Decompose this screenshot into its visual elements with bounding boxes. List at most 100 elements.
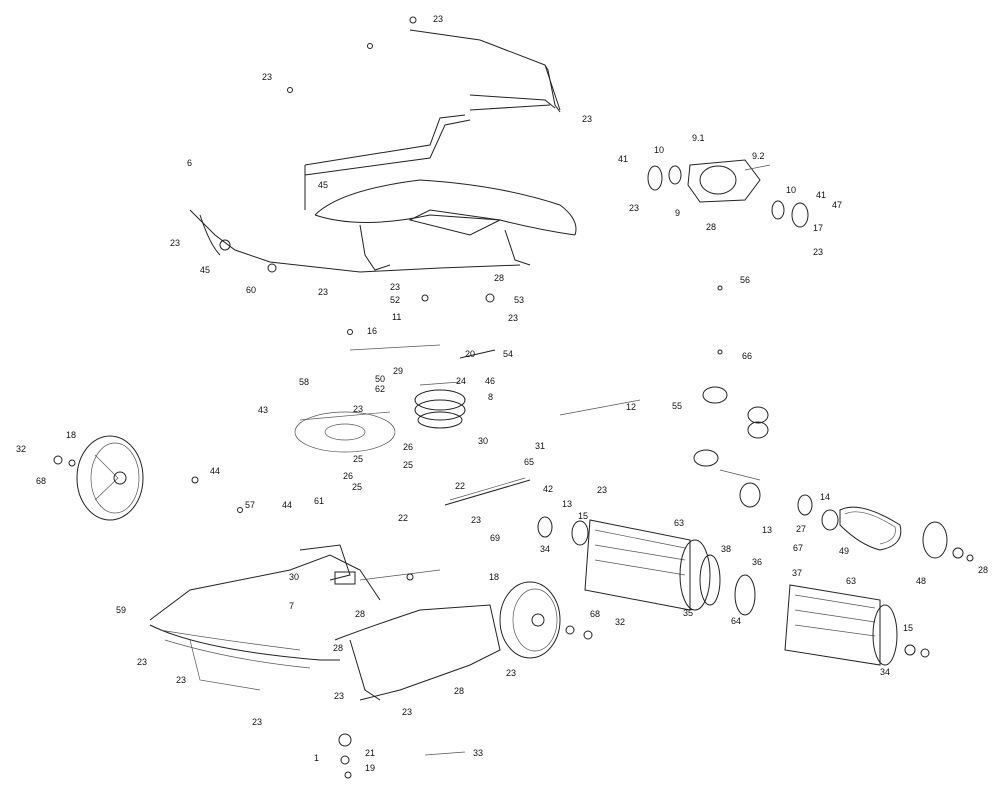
- part-label: 23: [170, 238, 180, 248]
- part-label: 65: [524, 457, 534, 467]
- part-label: 59: [116, 605, 126, 615]
- part-label: 23: [176, 675, 186, 685]
- handle-cable: [189, 209, 521, 273]
- part-label: 23: [137, 657, 147, 667]
- part-label: 66: [742, 351, 752, 361]
- part-label: 30: [478, 436, 488, 446]
- part-label: 57: [245, 500, 255, 510]
- part-label: 22: [455, 481, 465, 491]
- part-label: 42: [543, 484, 553, 494]
- part-label: 23: [334, 691, 344, 701]
- part-label: 49: [839, 546, 849, 556]
- part-label: 46: [485, 376, 495, 386]
- part-label: 20: [465, 349, 475, 359]
- part-label: 41: [816, 190, 826, 200]
- part-label: 63: [674, 518, 684, 528]
- part-label: 23: [390, 282, 400, 292]
- rear-guard: [314, 179, 577, 271]
- part-label: 67: [793, 543, 803, 553]
- part-label: 64: [731, 616, 741, 626]
- part-label: 13: [762, 525, 772, 535]
- part-label: 6: [187, 158, 192, 168]
- cutting-blade-disc: [294, 411, 396, 453]
- part-label: 56: [740, 275, 750, 285]
- part-label: 53: [514, 295, 524, 305]
- part-label: 54: [503, 349, 513, 359]
- part-label: 15: [903, 623, 913, 633]
- part-label: 16: [367, 326, 377, 336]
- part-label: 7: [289, 601, 294, 611]
- part-label: 23: [629, 203, 639, 213]
- part-label: 27: [796, 524, 806, 534]
- part-label: 11: [392, 312, 401, 322]
- part-label: 23: [508, 313, 518, 323]
- part-label: 23: [433, 14, 443, 24]
- part-label: 26: [403, 442, 413, 452]
- part-label: 32: [16, 444, 26, 454]
- gearbox-assembly: [647, 159, 809, 228]
- part-label: 24: [456, 376, 466, 386]
- part-label: 9.1: [692, 133, 705, 143]
- part-label: 23: [597, 485, 607, 495]
- drive-pulley: [349, 344, 496, 429]
- part-label: 26: [343, 471, 353, 481]
- part-label: 68: [36, 476, 46, 486]
- part-label: 28: [355, 609, 365, 619]
- chain-drive: [797, 494, 974, 562]
- part-label: 28: [454, 686, 464, 696]
- part-label: 38: [721, 544, 731, 554]
- part-label: 34: [880, 667, 890, 677]
- left-rear-wheel: [53, 435, 144, 521]
- handle-assembly: [304, 29, 561, 210]
- part-label: 19: [365, 763, 375, 773]
- part-label: 43: [258, 405, 268, 415]
- part-label: 63: [846, 576, 856, 586]
- part-label: 28: [333, 643, 343, 653]
- part-label: 48: [916, 576, 926, 586]
- part-label: 47: [832, 200, 842, 210]
- front-roller-left: [537, 516, 756, 616]
- part-label: 69: [490, 533, 500, 543]
- part-label: 28: [494, 273, 504, 283]
- part-label: 37: [792, 568, 802, 578]
- part-label: 29: [393, 366, 403, 376]
- part-label: 23: [506, 668, 516, 678]
- part-label: 23: [402, 707, 412, 717]
- part-label: 58: [299, 377, 309, 387]
- part-label: 23: [318, 287, 328, 297]
- part-label: 18: [489, 572, 499, 582]
- part-label: 18: [66, 430, 76, 440]
- part-label: 8: [488, 392, 493, 402]
- part-label: 68: [590, 609, 600, 619]
- part-label: 25: [353, 454, 363, 464]
- part-label: 14: [820, 492, 830, 502]
- part-label: 52: [390, 295, 400, 305]
- part-label: 9.2: [752, 151, 765, 161]
- right-front-wheel: [499, 581, 593, 659]
- part-label: 34: [540, 544, 550, 554]
- part-label: 33: [473, 748, 483, 758]
- drive-shaft-parts: [693, 386, 769, 508]
- part-label: 31: [535, 441, 545, 451]
- front-roller-right: [784, 584, 930, 666]
- part-label: 25: [403, 460, 413, 470]
- part-label: 12: [626, 402, 636, 412]
- part-label: 23: [252, 717, 262, 727]
- part-labels: 23 23 23 6 45 23 45 60 23 23 52 53 23 11…: [16, 14, 988, 773]
- part-label: 41: [618, 154, 628, 164]
- part-label: 32: [615, 617, 625, 627]
- part-label: 60: [246, 285, 256, 295]
- part-label: 45: [200, 265, 210, 275]
- part-label: 21: [365, 748, 375, 758]
- part-label: 44: [282, 500, 292, 510]
- rear-axle: [444, 399, 641, 506]
- part-label: 30: [289, 572, 299, 582]
- part-label: 35: [683, 608, 693, 618]
- part-label: 23: [813, 247, 823, 257]
- part-label: 10: [786, 185, 796, 195]
- part-label: 28: [706, 222, 716, 232]
- part-label: 50: [375, 374, 385, 384]
- part-label: 9: [675, 208, 680, 218]
- part-label: 23: [582, 114, 592, 124]
